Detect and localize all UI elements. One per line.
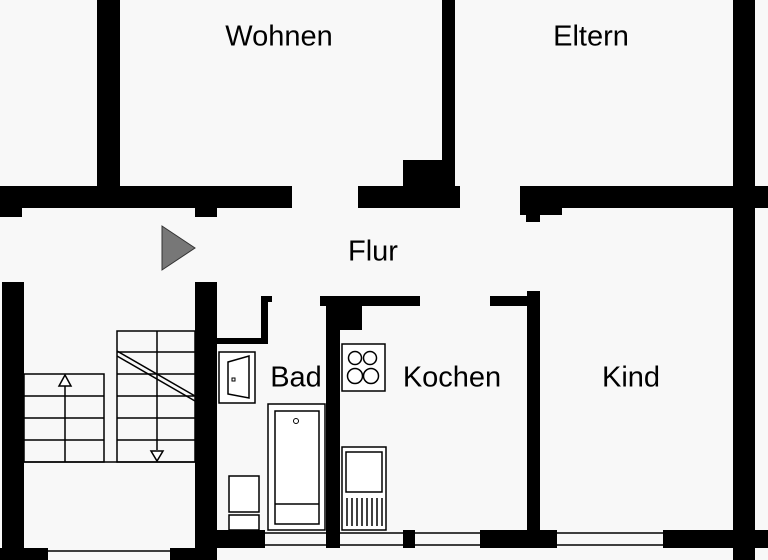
- stairs: [23, 330, 196, 463]
- entrance-triangle-icon: [161, 225, 196, 271]
- oven-icon: [341, 446, 387, 531]
- room-label-kochen: Kochen: [402, 361, 502, 394]
- room-label-kind: Kind: [601, 361, 661, 394]
- stairs-up-arrow-icon: [57, 373, 73, 387]
- room-label-wohnen: Wohnen: [225, 20, 333, 53]
- room-label-flur: Flur: [348, 235, 398, 268]
- room-label-eltern: Eltern: [553, 20, 629, 53]
- washbasin-icon: [228, 475, 260, 513]
- fixtures: [218, 343, 387, 531]
- stairs-down-arrow-icon: [149, 450, 165, 463]
- windows: [48, 532, 663, 552]
- stove-icon: [341, 343, 386, 392]
- room-label-bad: Bad: [270, 361, 322, 394]
